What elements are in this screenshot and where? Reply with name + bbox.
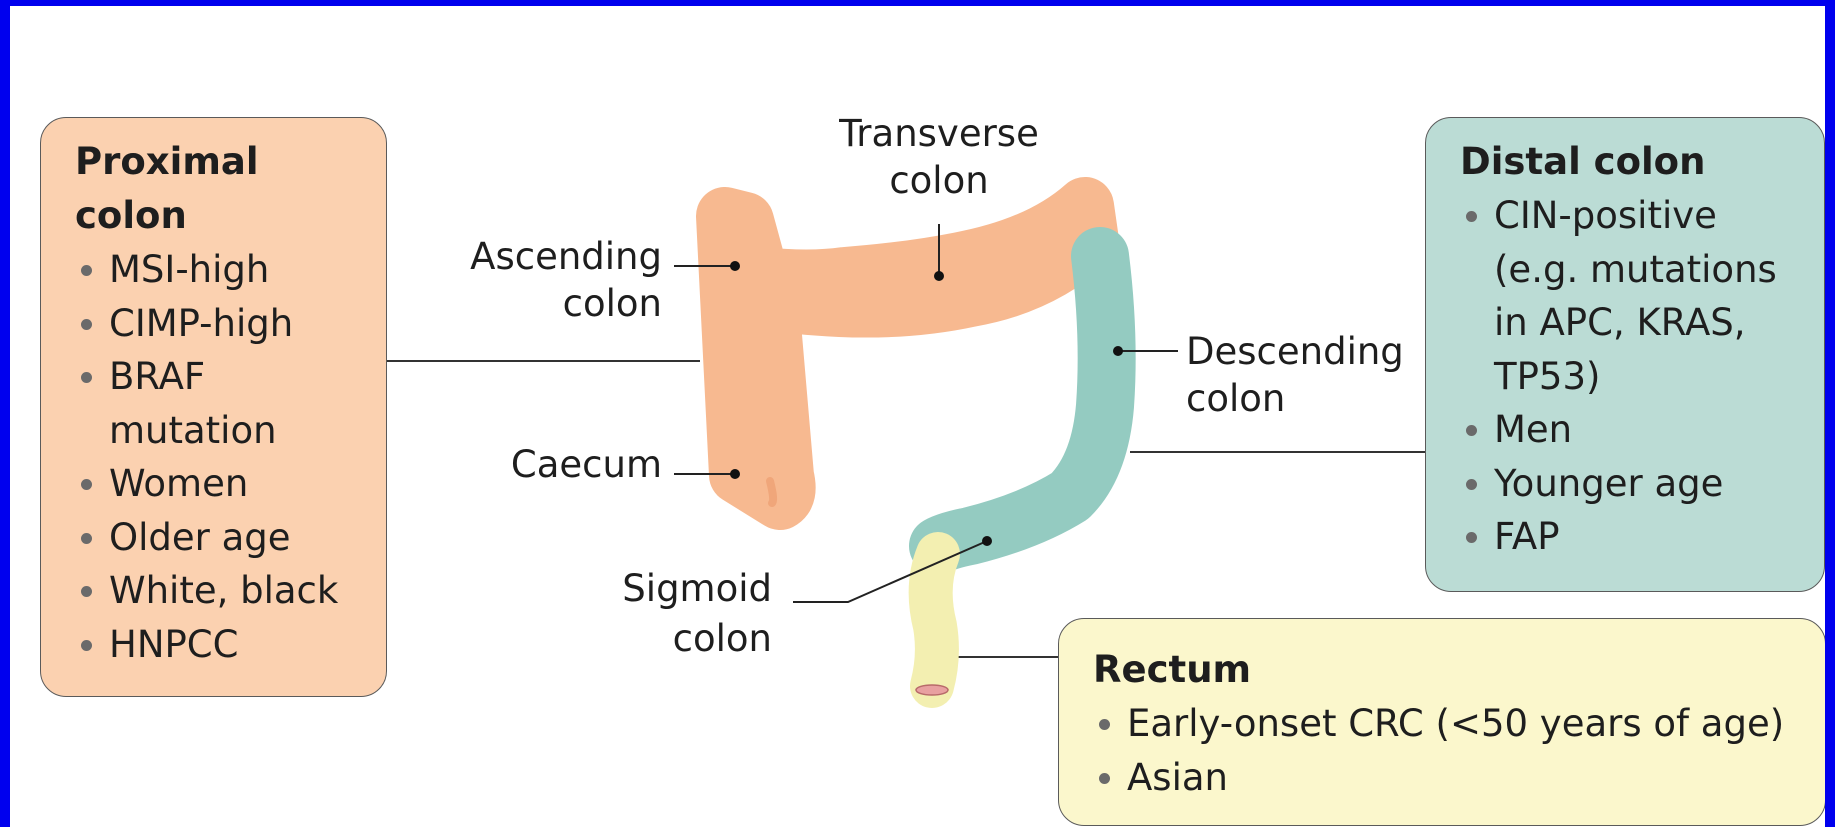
rectum-title: Rectum [1093, 643, 1825, 697]
colon-illustration [725, 206, 1107, 695]
label-sigmoid-line1: Sigmoid [622, 567, 772, 610]
slide-canvas: Transverse colon Ascending colon Descend… [10, 6, 1825, 827]
anus-mark [916, 685, 948, 695]
rectum-shape [931, 554, 938, 686]
descending-pointer-dot [1113, 346, 1123, 356]
list-item: FAP [1460, 510, 1824, 564]
list-item: Women [75, 457, 386, 511]
sigmoid-pointer-dot [982, 536, 992, 546]
proximal-colon-title: Proximal colon [75, 135, 275, 243]
proximal-colon-list: MSI-high CIMP-high BRAF mutation Women O… [75, 243, 386, 671]
list-item: MSI-high [75, 243, 386, 297]
distal-colon-title: Distal colon [1460, 135, 1824, 189]
transverse-pointer-dot [934, 271, 944, 281]
caecum-appendix [770, 481, 773, 503]
label-transverse-line2: colon [889, 159, 988, 202]
list-item: BRAF mutation [75, 350, 299, 457]
label-descending-line1: Descending [1186, 330, 1404, 373]
distal-colon-box: Distal colon CIN-positive (e.g. mutation… [1425, 117, 1825, 592]
proximal-colon-shape [725, 206, 1090, 501]
list-item: Men [1460, 403, 1824, 457]
label-ascending-line2: colon [563, 282, 662, 325]
ascending-pointer-dot [730, 261, 740, 271]
label-ascending-line1: Ascending [470, 235, 662, 278]
label-descending-line2: colon [1186, 377, 1285, 420]
caecum-pointer-dot [730, 469, 740, 479]
list-item: Younger age [1460, 457, 1824, 511]
list-item: White, black [75, 564, 386, 618]
list-item: Asian [1093, 751, 1825, 805]
label-sigmoid-line2: colon [673, 617, 772, 660]
label-transverse-line1: Transverse [838, 112, 1039, 155]
distal-colon-list: CIN-positive (e.g. mutations in APC, KRA… [1460, 189, 1824, 564]
proximal-colon-box: Proximal colon MSI-high CIMP-high BRAF m… [40, 117, 387, 697]
list-item: Older age [75, 511, 386, 565]
list-item: CIN-positive (e.g. mutations in APC, KRA… [1460, 189, 1794, 403]
list-item: CIMP-high [75, 297, 386, 351]
rectum-list: Early-onset CRC (<50 years of age) Asian [1093, 697, 1825, 804]
list-item: HNPCC [75, 618, 386, 672]
list-item: Early-onset CRC (<50 years of age) [1093, 697, 1825, 751]
rectum-box: Rectum Early-onset CRC (<50 years of age… [1058, 618, 1825, 826]
label-caecum: Caecum [511, 443, 662, 486]
